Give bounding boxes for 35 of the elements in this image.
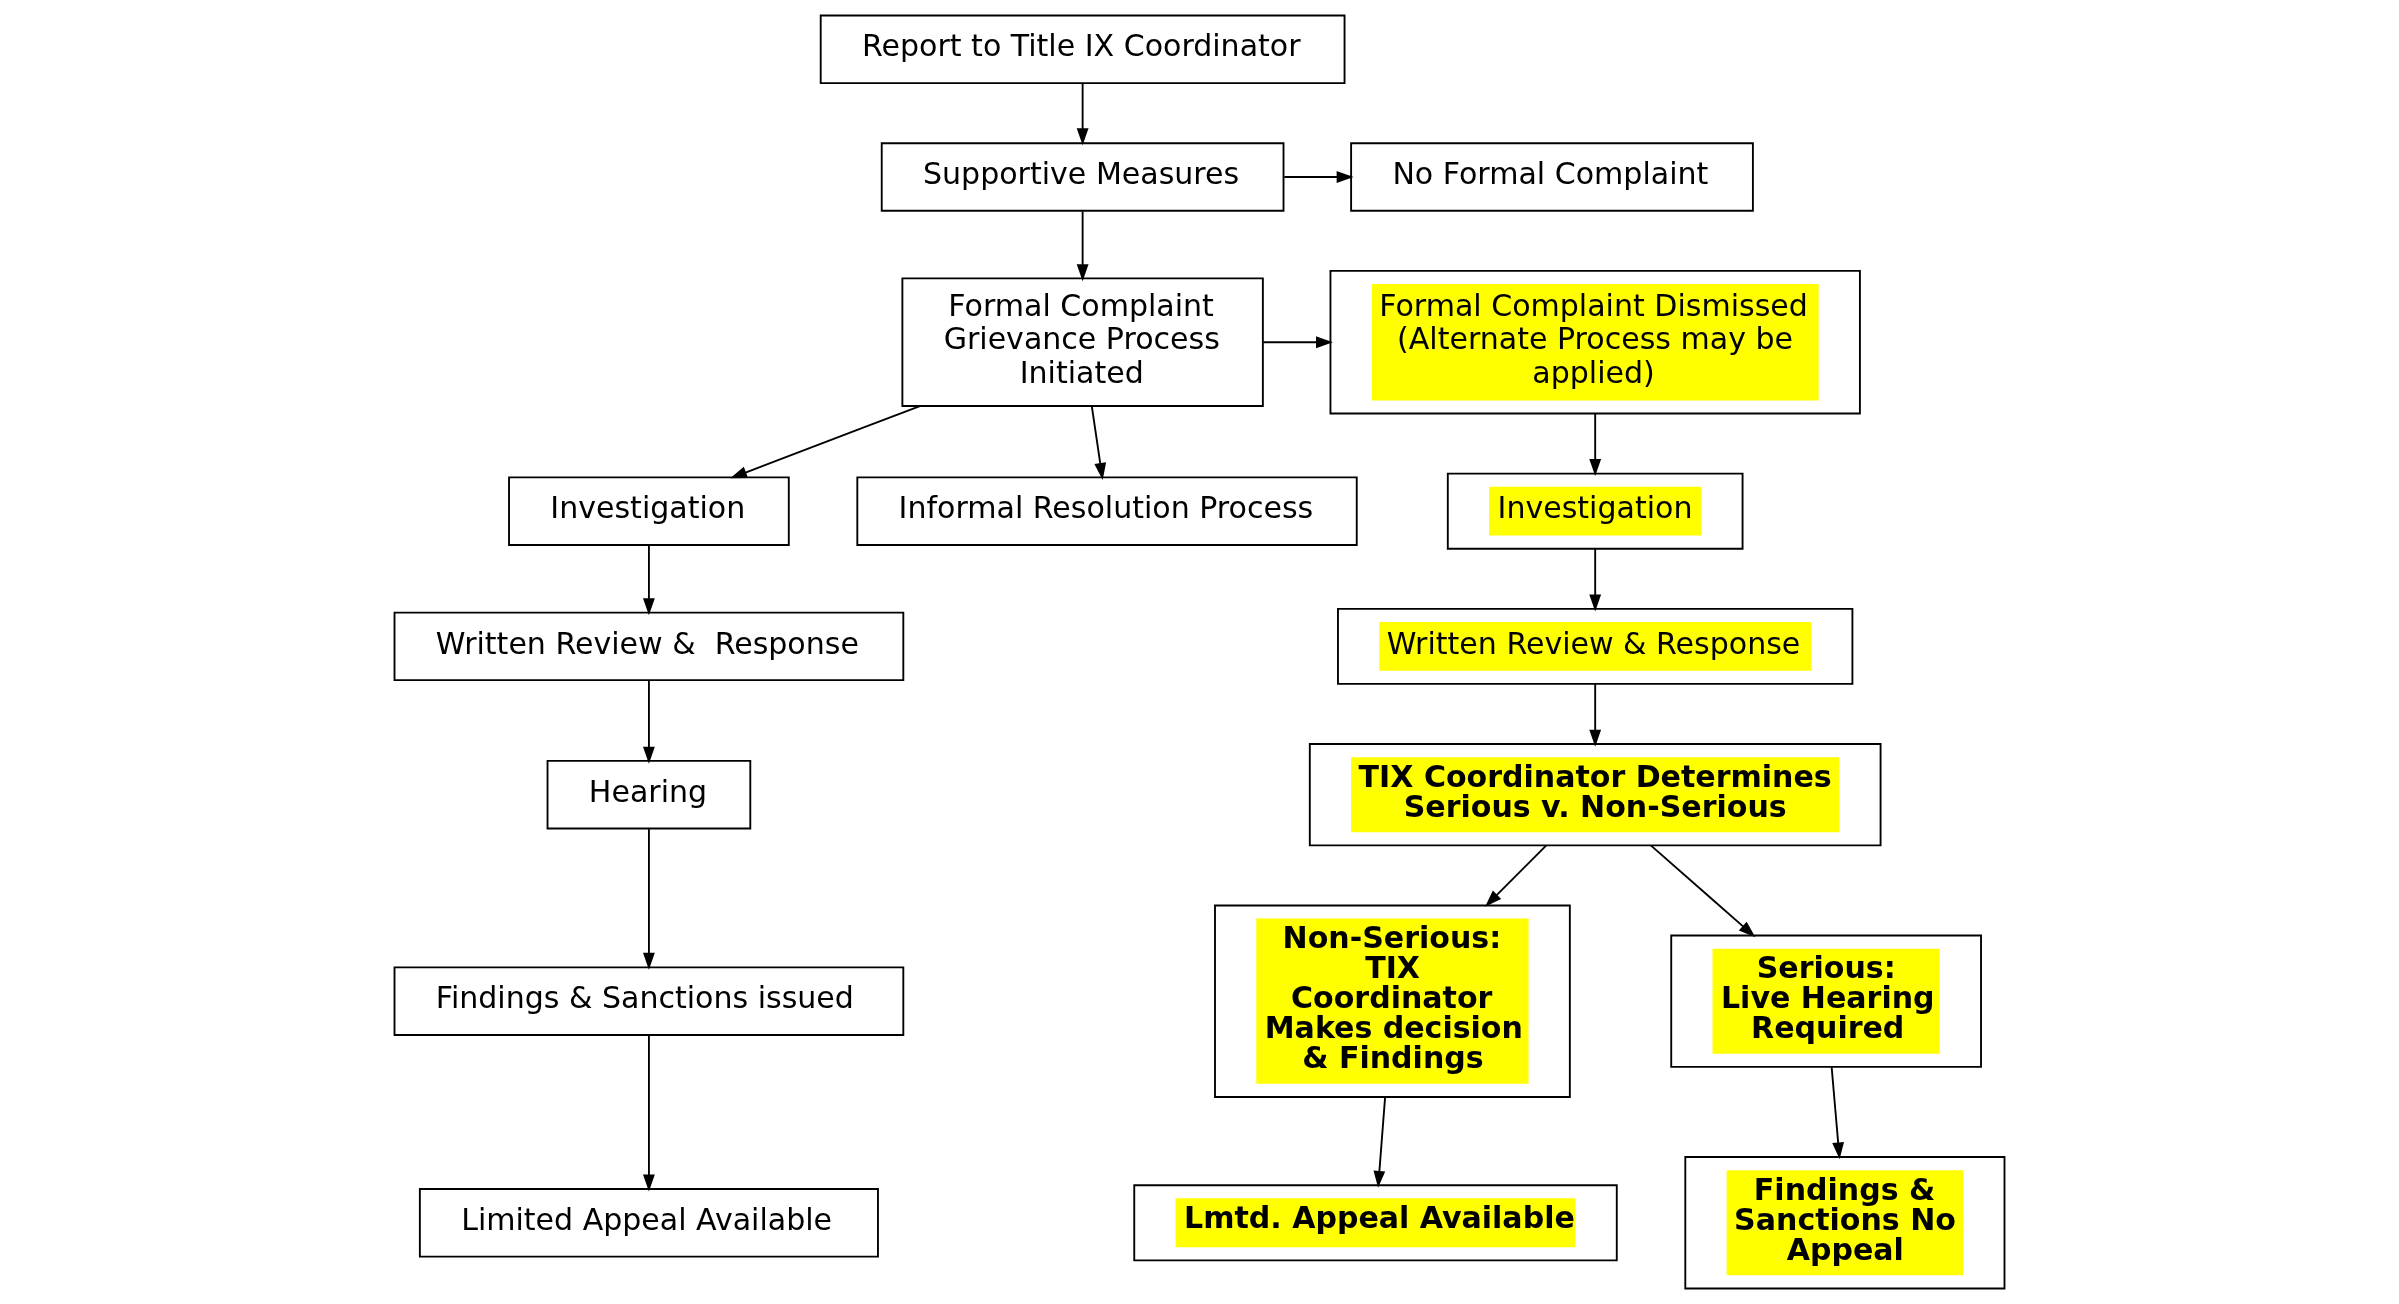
- node-box: Report to Title IX Coordinator: [819, 14, 1346, 85]
- arrow: [1650, 844, 1756, 938]
- arrow: [643, 1034, 655, 1192]
- node-box: Investigation: [1446, 472, 1744, 550]
- arrow: [1076, 210, 1089, 282]
- arrow: [1090, 405, 1107, 480]
- node-box: Hearing: [546, 759, 752, 830]
- arrow: [643, 828, 655, 970]
- node-box: Informal Resolution Process: [856, 476, 1358, 546]
- node-box: Written Review & Response: [393, 611, 905, 682]
- node-box: TIX Coordinator Determines Serious v. Non-Serious: [1308, 743, 1882, 847]
- node-box: Findings & Sanctions issued: [393, 966, 905, 1036]
- node-box: Findings & Sanctions No Appeal: [1684, 1156, 2006, 1290]
- node-box: Supportive Measures: [880, 142, 1285, 212]
- arrow: [1589, 412, 1602, 476]
- node-box: Limited Appeal Available: [418, 1188, 879, 1258]
- node-box: Investigation: [508, 476, 790, 546]
- node-box: Lmtd. Appeal Available: [1133, 1184, 1618, 1262]
- arrow: [1589, 683, 1602, 747]
- arrow: [1589, 548, 1602, 612]
- node-box: Serious: Live Hearing Required: [1670, 934, 1982, 1068]
- arrow: [1076, 82, 1089, 146]
- node-box: Non-Serious: TIX Coordinator Makes decision & Findings: [1214, 904, 1571, 1098]
- arrow: [1830, 1066, 1845, 1160]
- arrow: [730, 405, 921, 479]
- arrow: [1485, 844, 1548, 907]
- node-box: No Formal Complaint: [1350, 142, 1754, 212]
- arrow: [1373, 1096, 1387, 1188]
- arrow: [1262, 336, 1333, 349]
- node-box: Written Review & Response: [1337, 607, 1854, 685]
- arrow: [1283, 171, 1354, 183]
- node-box: Formal Complaint Dismissed (Alternate Process may be applied): [1329, 269, 1861, 415]
- node-box: Formal Complaint Grievance Process Initiated: [901, 277, 1264, 407]
- arrow: [643, 544, 655, 616]
- arrow: [643, 679, 655, 764]
